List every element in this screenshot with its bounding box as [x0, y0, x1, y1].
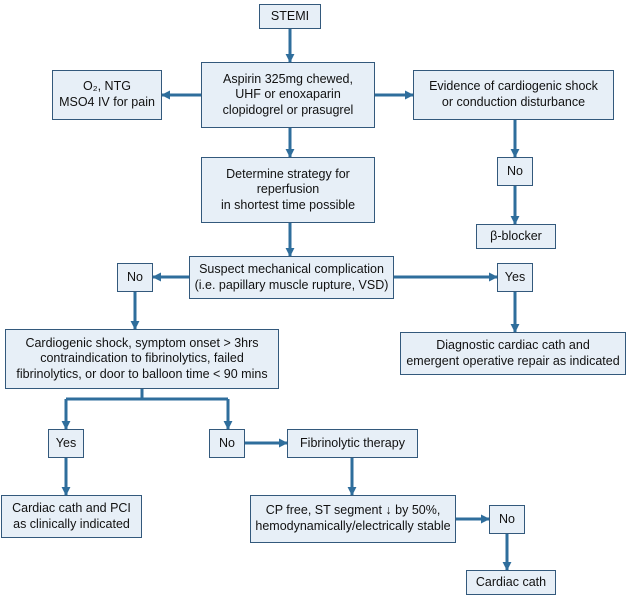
cardiogenic-shock-box-line: Cardiogenic shock, symptom onset > 3hrs: [25, 335, 259, 350]
oxygen-ntg-box-line: MSO4 IV for pain: [59, 95, 155, 109]
cardiac-cath-pci-box-line: Cardiac cath and PCI: [12, 500, 131, 515]
fibrinolytic-therapy-box: Fibrinolytic therapy: [287, 429, 418, 458]
aspirin-box-line: clopidogrel or prasugrel: [222, 102, 354, 117]
yes-box-left: Yes: [48, 429, 84, 458]
aspirin-box-line: Aspirin 325mg chewed,: [223, 71, 353, 86]
beta-blocker-box-line: β-blocker: [490, 228, 542, 243]
cardiac-cath-box-line: Cardiac cath: [475, 574, 547, 589]
determine-strategy-box-line: in shortest time possible: [220, 197, 356, 212]
shock-evidence-box-line: or conduction disturbance: [441, 95, 586, 109]
cardiogenic-shock-box-line: contraindication to fibrinolytics, faile…: [40, 351, 244, 366]
yes-box-right-line: Yes: [504, 269, 526, 284]
cardiogenic-branch-line: [66, 389, 228, 401]
determine-strategy-box-line: reperfusion: [256, 182, 320, 197]
fibrinolytic-therapy-box-line: Fibrinolytic therapy: [300, 435, 405, 450]
cp-free-box-line: hemodynamically/electrically stable: [255, 519, 451, 533]
cp-free-box: CP free, ST segment ↓ by 50%,hemodynamic…: [250, 495, 456, 543]
yes-box-right: Yes: [497, 263, 533, 292]
cp-free-box-line: CP free, ST segment ↓ by 50%,: [265, 503, 441, 518]
determine-strategy-box-line: Determine strategy for: [226, 166, 350, 181]
no-box-right: No: [497, 157, 533, 186]
shock-evidence-box-line: Evidence of cardiogenic shock: [429, 79, 598, 94]
no-box-final-line: No: [499, 511, 515, 526]
stemi-box: STEMI: [259, 4, 321, 29]
no-box-right-line: No: [507, 163, 523, 178]
no-box-left-line: No: [127, 269, 143, 284]
no-box-left: No: [117, 263, 153, 292]
diagnostic-cath-box-line: Diagnostic cardiac cath and: [436, 337, 590, 352]
oxygen-ntg-box-line: O₂, NTG: [83, 79, 131, 94]
cardiogenic-shock-box-line: fibrinolytics, or door to balloon time <…: [16, 366, 268, 381]
no-box-final: No: [489, 505, 525, 534]
mechanical-complication-box-line: (i.e. papillary muscle rupture, VSD): [194, 277, 389, 292]
aspirin-box-line: UHF or enoxaparin: [235, 87, 341, 102]
no-box-middle-line: No: [219, 435, 235, 450]
stemi-box-line: STEMI: [270, 8, 310, 23]
beta-blocker-box: β-blocker: [476, 224, 556, 249]
mechanical-complication-box: Suspect mechanical complication(i.e. pap…: [189, 256, 394, 299]
yes-box-left-line: Yes: [55, 435, 77, 450]
cardiac-cath-box: Cardiac cath: [466, 570, 556, 595]
mechanical-complication-box-line: Suspect mechanical complication: [199, 261, 384, 276]
diagnostic-cath-box-line: emergent operative repair as indicated: [406, 353, 620, 368]
no-box-middle: No: [209, 429, 245, 458]
cardiac-cath-pci-box-line: as clinically indicated: [13, 516, 130, 531]
